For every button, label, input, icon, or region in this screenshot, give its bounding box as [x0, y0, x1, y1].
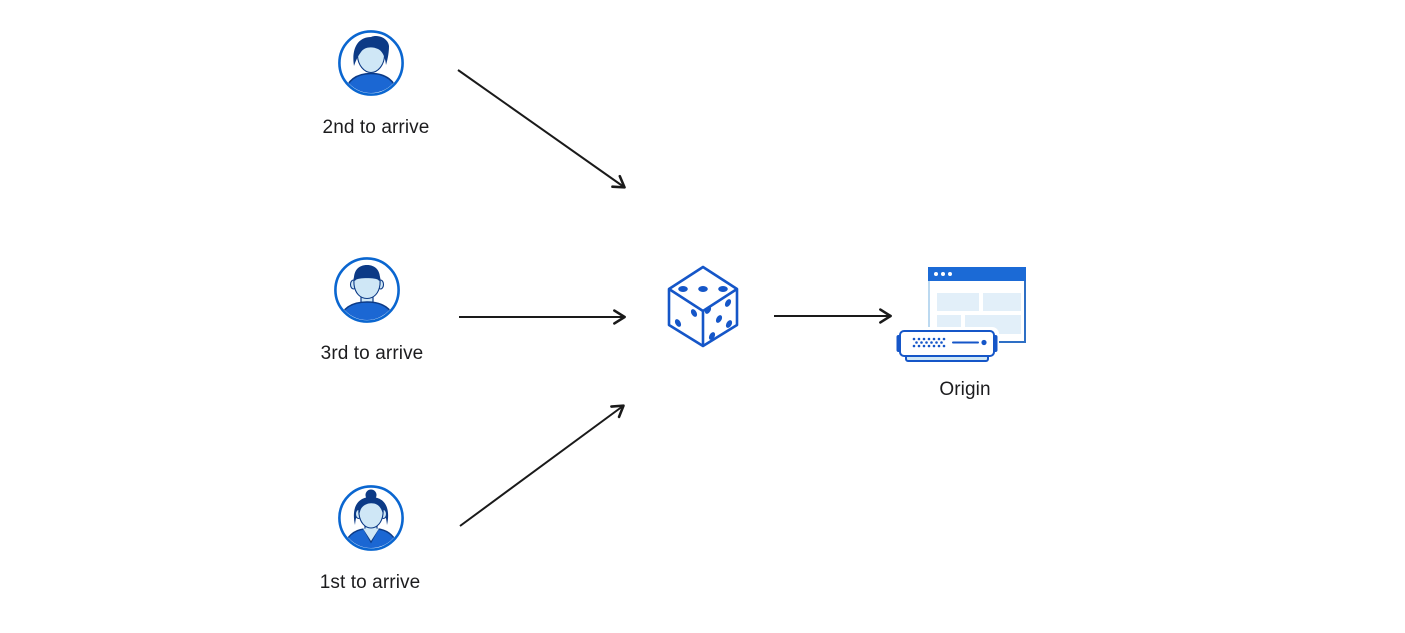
origin-server-icon — [893, 327, 999, 365]
arrow-user2-to-dice — [457, 69, 626, 189]
user2-label: 2nd to arrive — [322, 117, 430, 138]
user3-label: 3rd to arrive — [320, 343, 424, 364]
man-short-hair-avatar — [334, 257, 400, 323]
arrow-user1-to-dice — [459, 404, 625, 527]
woman-bun-hair-avatar — [338, 485, 404, 551]
content-block — [983, 293, 1021, 311]
content-block — [937, 315, 961, 330]
browser-titlebar — [928, 267, 1026, 281]
window-dot-icon — [934, 272, 938, 276]
window-dot-icon — [948, 272, 952, 276]
content-block — [937, 293, 979, 311]
user1-label: 1st to arrive — [319, 572, 421, 593]
dice-icon — [667, 265, 739, 348]
window-dot-icon — [941, 272, 945, 276]
server-led-dots — [912, 337, 946, 348]
dice-pips — [674, 286, 733, 340]
man-swoosh-hair-avatar — [338, 30, 404, 96]
origin-label: Origin — [939, 379, 991, 400]
